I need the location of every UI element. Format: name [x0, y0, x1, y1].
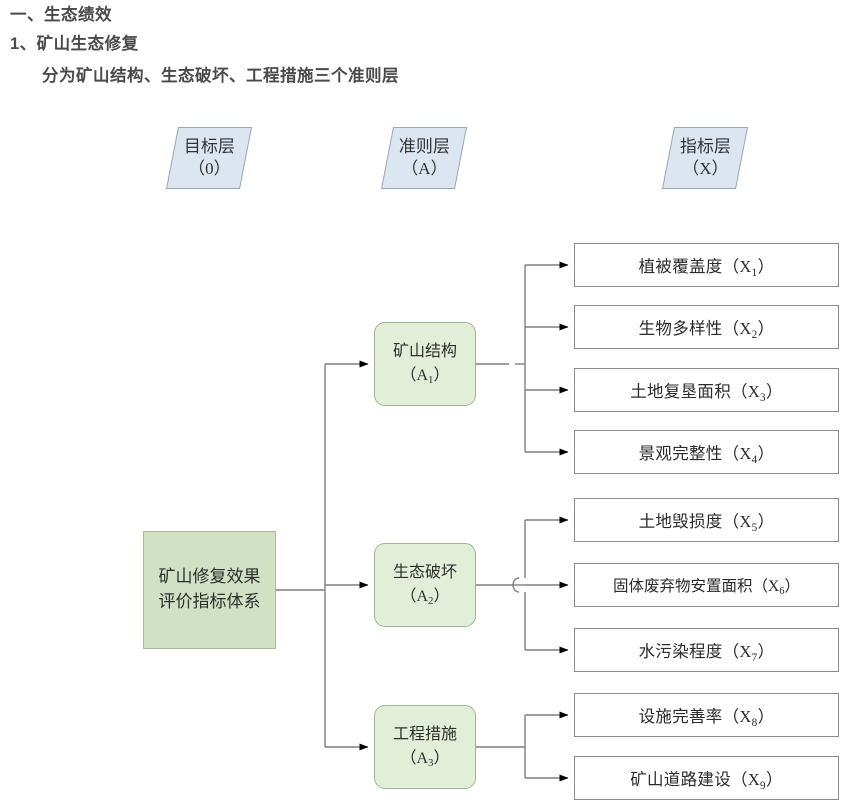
- criteria-node-a3[interactable]: 工程措施 （A3）: [374, 705, 476, 789]
- indicator-node-x8-text: 设施完善率（X8）: [638, 707, 775, 729]
- indicator-node-x1[interactable]: 植被覆盖度（X1）: [574, 243, 839, 287]
- layer-header-criteria: 准则层 （A）: [380, 127, 468, 189]
- indicator-node-x4-text: 景观完整性（X4）: [638, 444, 775, 466]
- layer-header-goal-code: （0）: [187, 159, 231, 178]
- layer-header-criteria-title: 准则层: [398, 136, 450, 156]
- goal-node[interactable]: 矿山修复效果评价指标体系: [143, 531, 276, 649]
- layer-header-indicator-code: （X）: [681, 159, 729, 178]
- layer-header-indicator-text: 指标层 （X）: [680, 136, 731, 181]
- layer-header-criteria-code: （A）: [400, 159, 448, 178]
- indicator-node-x8[interactable]: 设施完善率（X8）: [574, 693, 839, 737]
- criteria-node-a2-label: 生态破坏: [392, 564, 457, 581]
- indicator-node-x6[interactable]: 固体废弃物安置面积（X6）: [574, 563, 839, 607]
- indicator-node-x1-text: 植被覆盖度（X1）: [638, 257, 775, 279]
- criteria-node-a2-code: （A2）: [400, 588, 450, 608]
- indicator-node-x9[interactable]: 矿山道路建设（X9）: [574, 756, 839, 800]
- goal-node-label: 矿山修复效果评价指标体系: [158, 567, 261, 611]
- indicator-node-x2-text: 生物多样性（X2）: [638, 319, 775, 341]
- indicator-node-x3[interactable]: 土地复垦面积（X3）: [574, 368, 839, 412]
- indicator-node-x2[interactable]: 生物多样性（X2）: [574, 305, 839, 349]
- indicator-node-x3-text: 土地复垦面积（X3）: [630, 382, 783, 404]
- criteria-node-a1-code: （A1）: [400, 367, 450, 387]
- layer-header-goal-title: 目标层: [183, 136, 235, 156]
- criteria-node-a3-label: 工程措施: [392, 726, 457, 743]
- layer-header-criteria-text: 准则层 （A）: [399, 136, 450, 181]
- layer-header-goal-text: 目标层 （0）: [184, 136, 235, 181]
- layer-header-indicator-title: 指标层: [679, 136, 731, 156]
- criteria-node-a1-label: 矿山结构: [392, 343, 457, 360]
- indicator-node-x9-text: 矿山道路建设（X9）: [630, 770, 783, 792]
- indicator-node-x5-text: 土地毁损度（X5）: [638, 512, 775, 534]
- indicator-node-x7-text: 水污染程度（X7）: [638, 642, 775, 664]
- criteria-node-a2-text: 生态破坏 （A2）: [393, 561, 457, 609]
- criteria-node-a2[interactable]: 生态破坏 （A2）: [374, 543, 476, 627]
- indicator-node-x5[interactable]: 土地毁损度（X5）: [574, 498, 839, 542]
- criteria-node-a1-text: 矿山结构 （A1）: [393, 340, 457, 388]
- layer-header-goal: 目标层 （0）: [165, 127, 253, 189]
- criteria-node-a3-code: （A3）: [400, 750, 450, 770]
- layer-header-indicator: 指标层 （X）: [661, 127, 749, 189]
- criteria-node-a3-text: 工程措施 （A3）: [393, 723, 457, 771]
- heading-section-title: 一、生态绩效: [10, 6, 112, 24]
- criteria-node-a1[interactable]: 矿山结构 （A1）: [374, 322, 476, 406]
- indicator-node-x6-text: 固体废弃物安置面积（X6）: [613, 578, 800, 598]
- indicator-node-x4[interactable]: 景观完整性（X4）: [574, 430, 839, 474]
- heading-item-subtitle: 分为矿山结构、生态破坏、工程措施三个准则层: [42, 67, 399, 85]
- indicator-node-x7[interactable]: 水污染程度（X7）: [574, 628, 839, 672]
- heading-item-title: 1、矿山生态修复: [10, 35, 139, 53]
